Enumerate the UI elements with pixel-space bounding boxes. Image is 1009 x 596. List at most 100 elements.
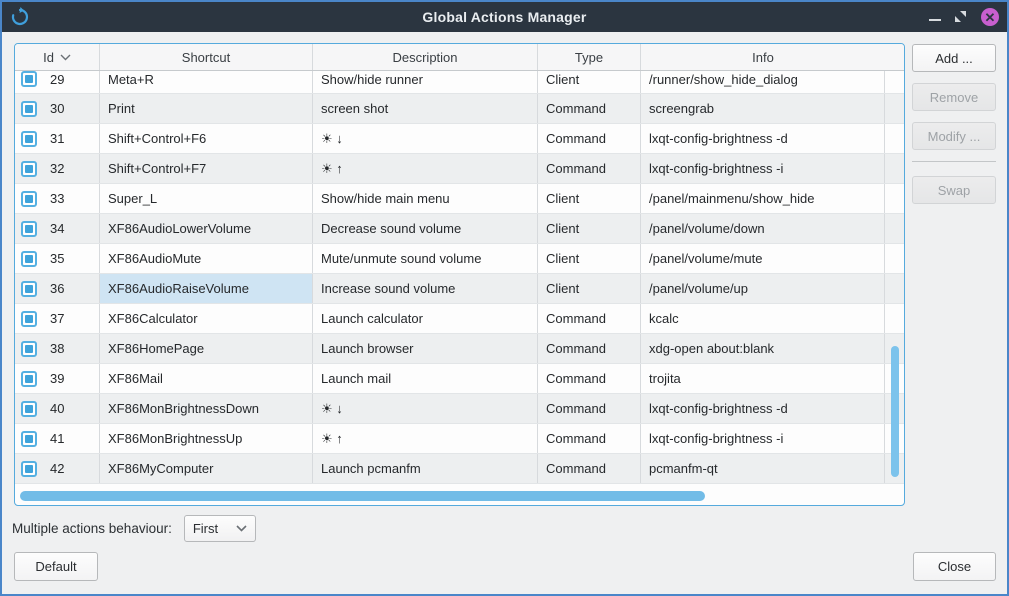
vertical-scrollbar-thumb[interactable] xyxy=(891,346,899,477)
cell-shortcut[interactable]: XF86Mail xyxy=(100,364,313,393)
cell-type[interactable]: Client xyxy=(538,71,641,93)
cell-description[interactable]: ☀ ↓ xyxy=(313,124,538,153)
cell-shortcut[interactable]: Shift+Control+F7 xyxy=(100,154,313,183)
row-checkbox[interactable] xyxy=(21,280,37,297)
cell-description[interactable]: ☀ ↑ xyxy=(313,154,538,183)
row-checkbox[interactable] xyxy=(21,460,37,477)
row-checkbox[interactable] xyxy=(21,340,37,357)
cell-info[interactable]: xdg-open about:blank xyxy=(641,334,885,363)
cell-info[interactable]: trojita xyxy=(641,364,885,393)
cell-description[interactable]: Increase sound volume xyxy=(313,274,538,303)
row-checkbox[interactable] xyxy=(21,250,37,267)
cell-type[interactable]: Command xyxy=(538,304,641,333)
column-header-id[interactable]: Id xyxy=(15,44,100,70)
row-checkbox[interactable] xyxy=(21,160,37,177)
cell-shortcut[interactable]: Shift+Control+F6 xyxy=(100,124,313,153)
row-checkbox[interactable] xyxy=(21,370,37,387)
cell-type[interactable]: Command xyxy=(538,364,641,393)
cell-info[interactable]: /runner/show_hide_dialog xyxy=(641,71,885,93)
cell-description[interactable]: Mute/unmute sound volume xyxy=(313,244,538,273)
cell-shortcut[interactable]: XF86MyComputer xyxy=(100,454,313,483)
cell-description[interactable]: Show/hide main menu xyxy=(313,184,538,213)
cell-info[interactable]: /panel/mainmenu/show_hide xyxy=(641,184,885,213)
cell-type[interactable]: Command xyxy=(538,124,641,153)
cell-shortcut[interactable]: Print xyxy=(100,94,313,123)
cell-info[interactable]: /panel/volume/down xyxy=(641,214,885,243)
add-button[interactable]: Add ... xyxy=(912,44,996,72)
row-checkbox[interactable] xyxy=(21,430,37,447)
column-header-info[interactable]: Info xyxy=(641,44,885,70)
cell-description[interactable]: Launch mail xyxy=(313,364,538,393)
cell-description[interactable]: Decrease sound volume xyxy=(313,214,538,243)
cell-shortcut[interactable]: Meta+R xyxy=(100,71,313,93)
cell-description[interactable]: screen shot xyxy=(313,94,538,123)
cell-shortcut[interactable]: XF86MonBrightnessUp xyxy=(100,424,313,453)
cell-description[interactable]: Launch browser xyxy=(313,334,538,363)
row-checkbox[interactable] xyxy=(21,190,37,207)
cell-info[interactable]: lxqt-config-brightness -d xyxy=(641,394,885,423)
cell-info[interactable]: lxqt-config-brightness -d xyxy=(641,124,885,153)
cell-description[interactable]: ☀ ↓ xyxy=(313,394,538,423)
cell-type[interactable]: Command xyxy=(538,454,641,483)
cell-shortcut[interactable]: XF86Calculator xyxy=(100,304,313,333)
cell-info[interactable]: pcmanfm-qt xyxy=(641,454,885,483)
cell-info[interactable]: /panel/volume/mute xyxy=(641,244,885,273)
cell-type[interactable]: Command xyxy=(538,334,641,363)
cell-type[interactable]: Client xyxy=(538,184,641,213)
column-header-type[interactable]: Type xyxy=(538,44,641,70)
cell-type[interactable]: Client xyxy=(538,274,641,303)
row-checkbox[interactable] xyxy=(21,100,37,117)
behaviour-combobox[interactable]: First xyxy=(183,515,256,542)
default-button[interactable]: Default xyxy=(14,552,98,581)
minimize-button-icon[interactable] xyxy=(929,19,941,21)
cell-type[interactable]: Client xyxy=(538,244,641,273)
close-button-icon[interactable]: ✕ xyxy=(981,8,999,26)
cell-info[interactable]: kcalc xyxy=(641,304,885,333)
cell-info[interactable]: lxqt-config-brightness -i xyxy=(641,154,885,183)
cell-shortcut[interactable]: XF86HomePage xyxy=(100,334,313,363)
cell-type[interactable]: Client xyxy=(538,214,641,243)
row-checkbox[interactable] xyxy=(21,220,37,237)
column-header-description[interactable]: Description xyxy=(313,44,538,70)
row-checkbox[interactable] xyxy=(21,71,37,87)
column-header-shortcut[interactable]: Shortcut xyxy=(100,44,313,70)
cell-description[interactable]: Launch pcmanfm xyxy=(313,454,538,483)
close-button[interactable]: Close xyxy=(913,552,996,581)
cell-shortcut[interactable]: XF86AudioMute xyxy=(100,244,313,273)
cell-description[interactable]: ☀ ↑ xyxy=(313,424,538,453)
cell-description[interactable]: Launch calculator xyxy=(313,304,538,333)
cell-type[interactable]: Command xyxy=(538,424,641,453)
row-checkbox[interactable] xyxy=(21,310,37,327)
cell-type[interactable]: Command xyxy=(538,394,641,423)
cell-info[interactable]: screengrab xyxy=(641,94,885,123)
cell-shortcut[interactable]: Super_L xyxy=(100,184,313,213)
horizontal-scrollbar-thumb[interactable] xyxy=(20,491,705,501)
row-id-text: 40 xyxy=(50,401,65,416)
row-checkbox[interactable] xyxy=(21,400,37,417)
cell-type[interactable]: Command xyxy=(538,154,641,183)
row-id-text: 31 xyxy=(50,131,65,146)
cell-shortcut[interactable]: XF86AudioRaiseVolume xyxy=(100,274,313,303)
cell-shortcut[interactable]: XF86AudioLowerVolume xyxy=(100,214,313,243)
cell-info[interactable]: lxqt-config-brightness -i xyxy=(641,424,885,453)
row-checkbox[interactable] xyxy=(21,130,37,147)
cell-description[interactable]: Show/hide runner xyxy=(313,71,538,93)
cell-shortcut[interactable]: XF86MonBrightnessDown xyxy=(100,394,313,423)
cell-info[interactable]: /panel/volume/up xyxy=(641,274,885,303)
restore-button-icon[interactable] xyxy=(955,11,967,23)
cell-type[interactable]: Command xyxy=(538,94,641,123)
